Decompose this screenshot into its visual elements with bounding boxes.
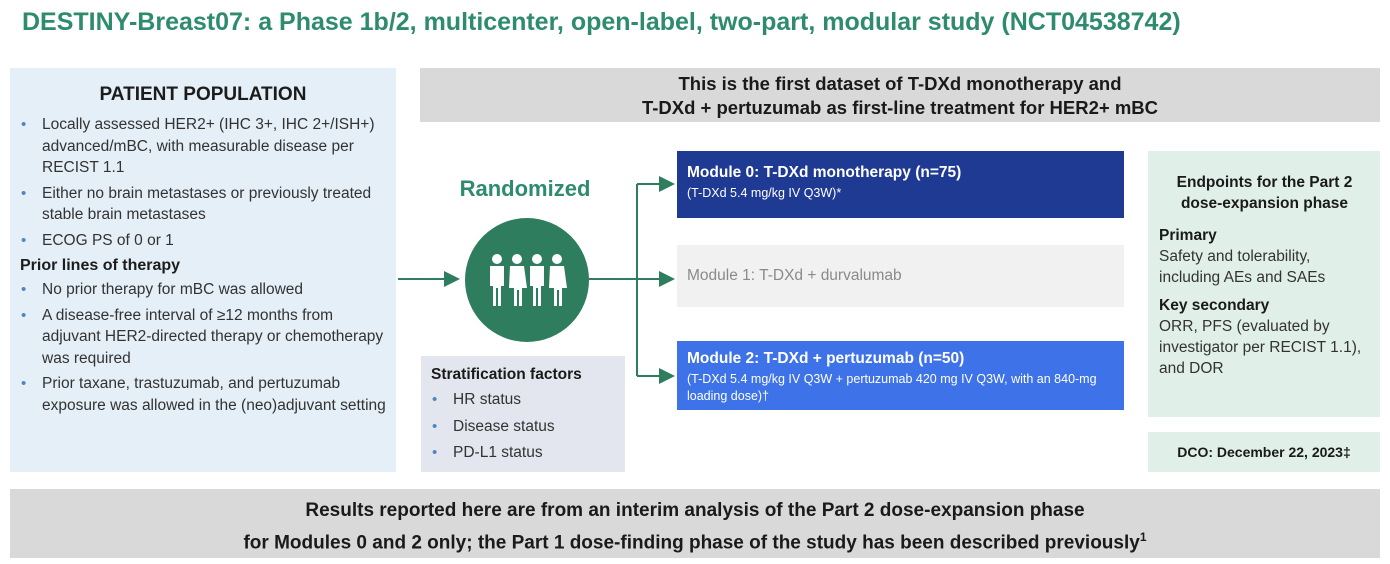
people-group-icon xyxy=(490,254,567,306)
module-2-title: Module 2: T-DXd + pertuzumab (n=50) xyxy=(687,350,965,367)
randomization-circle xyxy=(465,218,589,342)
stratification-heading: Stratification factors xyxy=(431,366,582,383)
banner-line-1: This is the first dataset of T-DXd monot… xyxy=(678,73,1122,94)
endpoints-heading: Endpoints for the Part 2 dose-expansion … xyxy=(1176,174,1353,212)
patient-population-heading: PATIENT POPULATION xyxy=(99,84,307,105)
module-0-detail: (T-DXd 5.4 mg/kg IV Q3W)* xyxy=(687,186,842,200)
secondary-endpoint-label: Key secondary xyxy=(1159,297,1270,314)
randomized-label: Randomized xyxy=(459,176,591,201)
endpoints-panel: Endpoints for the Part 2 dose-expansion … xyxy=(1148,151,1380,417)
population-bullet: ECOG PS of 0 or 1 xyxy=(20,230,386,252)
banner-line-2: T-DXd + pertuzumab as first-line treatme… xyxy=(641,97,1159,118)
prior-lines-heading: Prior lines of therapy xyxy=(20,257,181,274)
stratification-item: HR status xyxy=(431,389,615,411)
patient-population-panel: PATIENT POPULATION Locally assessed HER2… xyxy=(10,68,396,472)
module-0-title: Module 0: T-DXd monotherapy (n=75) xyxy=(687,164,962,181)
prior-bullet: No prior therapy for mBC was allowed xyxy=(20,279,386,301)
first-dataset-banner: This is the first dataset of T-DXd monot… xyxy=(420,68,1380,122)
module-1-box: Module 1: T-DXd + durvalumab xyxy=(677,245,1124,307)
stratification-item: PD-L1 status xyxy=(431,442,615,464)
data-cutoff-box: DCO: December 22, 2023‡ xyxy=(1148,432,1380,472)
population-bullets: Locally assessed HER2+ (IHC 3+, IHC 2+/I… xyxy=(20,114,386,251)
results-footnote: 1 xyxy=(1139,530,1147,544)
prior-lines-bullets: No prior therapy for mBC was allowed A d… xyxy=(20,279,386,416)
secondary-endpoint-text: ORR, PFS (evaluated by investigator per … xyxy=(1159,318,1362,377)
page-title: DESTINY-Breast07: a Phase 1b/2, multicen… xyxy=(22,8,1181,36)
results-line-1: Results reported here are from an interi… xyxy=(305,500,1085,521)
population-bullet: Either no brain metastases or previously… xyxy=(20,183,386,226)
results-line-2-text: for Modules 0 and 2 only; the Part 1 dos… xyxy=(243,532,1140,554)
prior-bullet: A disease-free interval of ≥12 months fr… xyxy=(20,305,386,370)
prior-bullet: Prior taxane, trastuzumab, and pertuzuma… xyxy=(20,373,386,416)
stratification-item: Disease status xyxy=(431,416,615,438)
population-bullet: Locally assessed HER2+ (IHC 3+, IHC 2+/I… xyxy=(20,114,386,179)
primary-endpoint-label: Primary xyxy=(1159,227,1217,244)
stratification-list: HR status Disease status PD-L1 status xyxy=(431,389,615,464)
module-1-title: Module 1: T-DXd + durvalumab xyxy=(687,267,902,284)
primary-endpoint-text: Safety and tolerability, including AEs a… xyxy=(1159,248,1326,286)
module-0-box: Module 0: T-DXd monotherapy (n=75) (T-DX… xyxy=(677,151,1124,218)
results-banner: Results reported here are from an interi… xyxy=(10,489,1380,558)
module-2-box: Module 2: T-DXd + pertuzumab (n=50) (T-D… xyxy=(677,341,1124,410)
module-2-detail: (T-DXd 5.4 mg/kg IV Q3W + pertuzumab 420… xyxy=(687,372,1097,403)
stratification-factors-box: Stratification factors HR status Disease… xyxy=(421,356,625,472)
results-line-2: for Modules 0 and 2 only; the Part 1 dos… xyxy=(10,524,1380,556)
